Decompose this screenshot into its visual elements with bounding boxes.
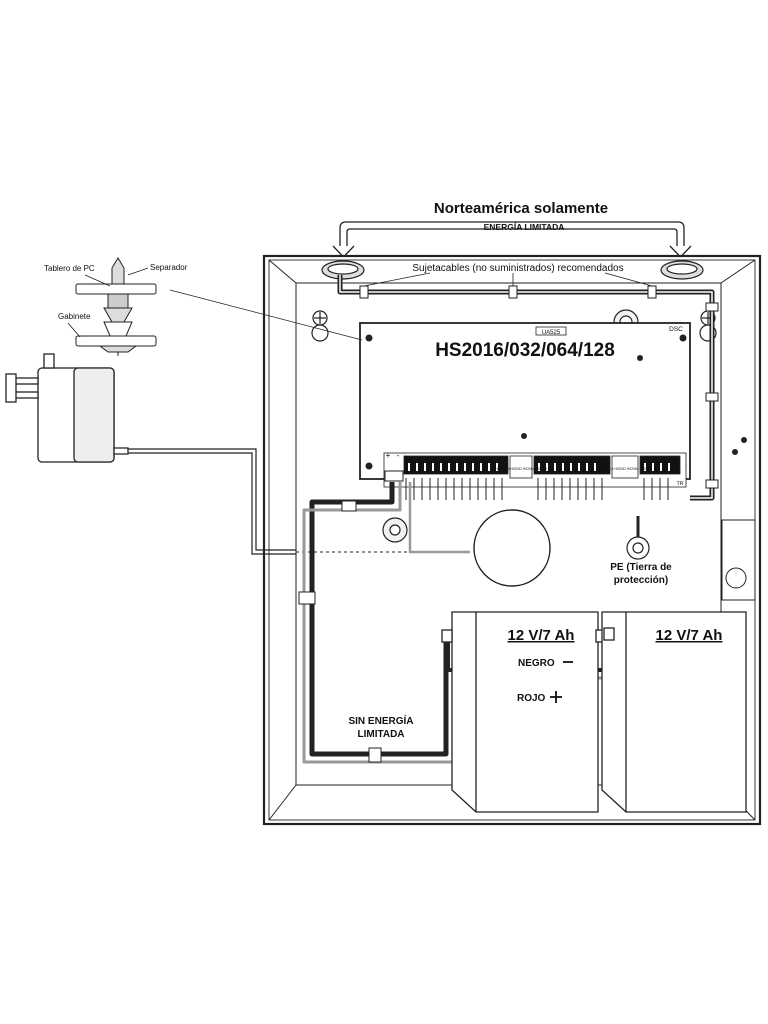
ground-lug [626, 516, 650, 560]
red-wire-label: ROJO [517, 693, 546, 704]
non-power-limited-line1: SIN ENERGÍA [348, 714, 413, 727]
ground-label-line2: protección) [614, 575, 668, 586]
panel-model: HS2016/032/064/128 [435, 340, 615, 361]
battery-right-label: 12 V/7 Ah [656, 627, 723, 644]
terminal-model-list-left: HS2016-4 HS2032 HS2064 HS2128 [495, 467, 547, 471]
battery-right [601, 611, 747, 813]
terminal-model-list-right: HS2016-4 HS2032 HS2064 HS2128 [599, 467, 651, 471]
separator-label: Separador [150, 263, 188, 272]
cable-hole [473, 509, 551, 587]
non-power-limited-line2: LIMITADA [357, 729, 404, 740]
cable-clips [298, 500, 382, 763]
side-bracket [721, 437, 756, 601]
positive-sign [550, 691, 562, 703]
black-wire-label: NEGRO [518, 658, 555, 669]
pc-board-label: Tablero de PC [44, 264, 95, 273]
cabinet-label: Gabinete [58, 312, 91, 321]
polarity-minus: - [397, 451, 400, 460]
battery-left-label: 12 V/7 Ah [508, 627, 575, 644]
region-title: Norteamérica solamente [434, 200, 608, 217]
top-knockouts [321, 260, 704, 280]
standoff-detail [75, 257, 157, 356]
cable-ties-note: Sujetacables (no suministrados) recomend… [412, 263, 623, 274]
tr-label: TR [677, 481, 684, 487]
panel-label-id: UA525 [542, 330, 561, 336]
panel-brand: DSC [669, 326, 683, 333]
power-limited-label: ENERGÍA LIMITADA [484, 222, 565, 232]
terminal-pins [405, 478, 669, 500]
cable-ties [359, 285, 719, 489]
battery-connector [384, 470, 404, 482]
battery-left [441, 611, 607, 813]
polarity-plus: + [386, 451, 391, 460]
transformer [5, 353, 129, 463]
ground-label-line1: PE (Tierra de [610, 562, 672, 573]
